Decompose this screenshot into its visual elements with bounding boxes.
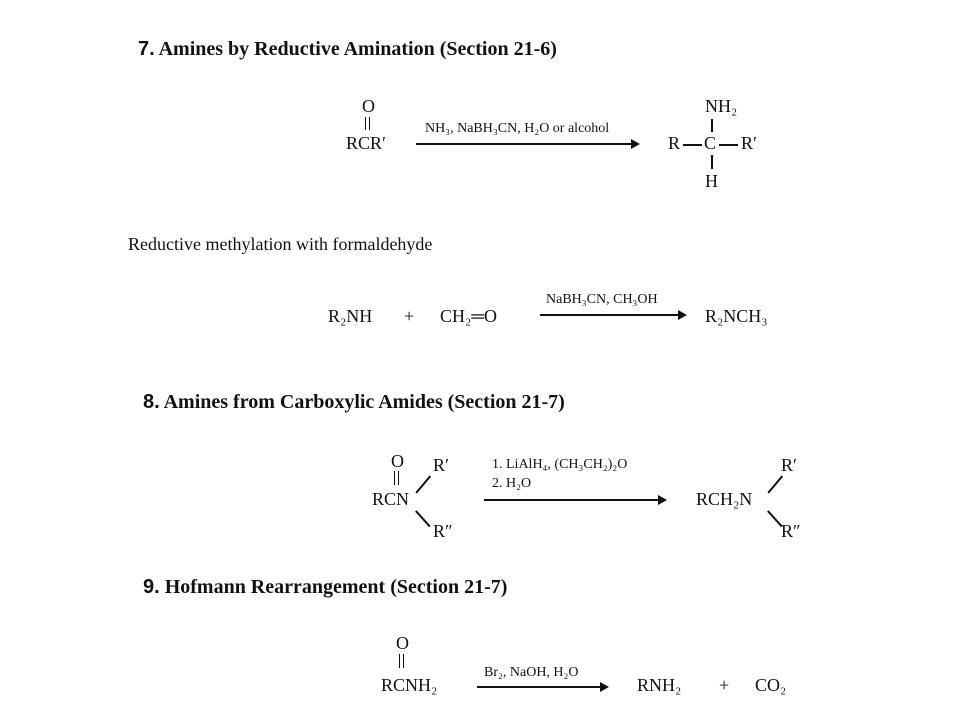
product-7-rprime: R′ [741, 133, 757, 153]
bond-r-c [683, 144, 702, 146]
bond-n-r1 [415, 475, 431, 494]
section-9-heading: 9. Hofmann Rearrangement (Section 21-7) [143, 576, 507, 599]
reactant-9-amide: RCNH₂ [381, 675, 438, 695]
reactant-7-oxygen: O [362, 96, 375, 116]
methylation-reactant-amine: R₂NH [328, 306, 373, 326]
section-7-title: Amines by Reductive Amination (Section 2… [158, 38, 557, 60]
product-7-r: R [668, 133, 681, 153]
reactant-8-r1: R′ [433, 455, 449, 475]
product-9-plus: + [719, 675, 730, 695]
reaction-7-arrow [416, 139, 640, 149]
hofmann-double-bond [399, 654, 404, 668]
amide-double-bond [394, 471, 399, 485]
methylation-conditions: NaBH₃CN, CH₃OH [546, 292, 658, 307]
bond-c-h [711, 155, 713, 169]
reaction-9-arrow [477, 682, 609, 692]
bond-c-rprime [719, 144, 738, 146]
reaction-8-condition-1: 1. LiAlH₄, (CH₃CH₂)₂O [492, 457, 628, 472]
reactant-7-ketone: RCR′ [346, 133, 386, 153]
reactant-8-r2: R″ [433, 521, 453, 541]
methylation-reactant-formaldehyde: CH₂═O [440, 306, 498, 326]
bond-c-n [711, 119, 713, 132]
product-7-nh2: NH₂ [705, 96, 738, 116]
methylation-subtitle: Reductive methylation with formaldehyde [128, 234, 433, 254]
methylation-product: R₂NCH₃ [705, 306, 768, 326]
section-9-title: Hofmann Rearrangement (Section 21-7) [164, 576, 508, 598]
reaction-7-conditions: NH₃, NaBH₃CN, H₂O or alcohol [425, 121, 610, 136]
carbonyl-double-bond [365, 117, 370, 130]
product-8-amine: RCH₂N [696, 489, 753, 509]
reactant-9-oxygen: O [396, 633, 409, 653]
product-8-r1: R′ [781, 455, 797, 475]
product-7-c: C [704, 133, 717, 153]
section-7-heading: 7. Amines by Reductive Amination (Sectio… [138, 38, 557, 61]
section-8-title: Amines from Carboxylic Amides (Section 2… [163, 391, 565, 413]
reaction-8-arrow [484, 495, 667, 505]
reactant-8-oxygen: O [391, 451, 404, 471]
section-8-heading: 8. Amines from Carboxylic Amides (Sectio… [143, 391, 565, 414]
section-7-number: 7. [138, 38, 155, 60]
methylation-arrow [540, 310, 687, 320]
product-7-h: H [705, 171, 718, 191]
reaction-9-conditions: Br₂, NaOH, H₂O [484, 665, 579, 680]
section-8-number: 8. [143, 391, 160, 413]
section-9-number: 9. [143, 576, 160, 598]
product-9-co2: CO₂ [755, 675, 787, 695]
reaction-8-condition-2: 2. H₂O [492, 476, 532, 491]
reactant-8-amide: RCN [372, 489, 410, 509]
methylation-plus: + [404, 306, 415, 326]
product-9-amine: RNH₂ [637, 675, 682, 695]
bond-n-r2 [415, 510, 431, 527]
product-8-r2: R″ [781, 521, 801, 541]
product-bond-n-r1 [767, 475, 783, 494]
